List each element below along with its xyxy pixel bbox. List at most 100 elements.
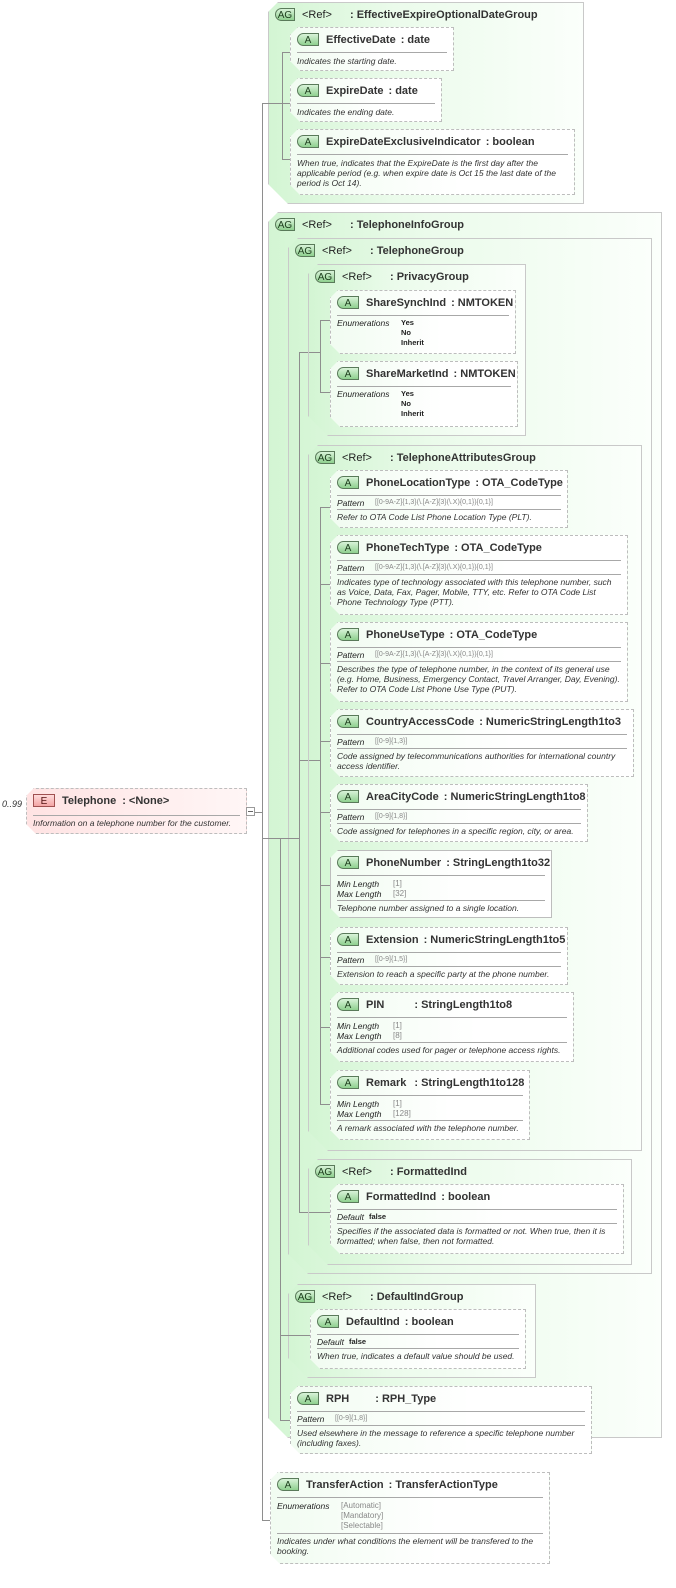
attribute-name: ShareSynchInd (366, 296, 447, 309)
attribute-doc: Extension to reach a specific party at t… (337, 969, 550, 979)
attribute-doc: Used elsewhere in the message to referen… (297, 1428, 575, 1448)
attribute-type: : NumericStringLength1to3 (479, 715, 621, 728)
enum-value: [Mandatory] (341, 1511, 384, 1520)
connector-h (280, 1335, 310, 1336)
property-label: Max Length (337, 889, 382, 899)
enum-value: Inherit (401, 409, 424, 418)
min-length-value: [1] (393, 879, 402, 888)
property-label: Pattern (337, 650, 365, 660)
connector-h (282, 103, 291, 104)
connector-h (299, 760, 309, 761)
attribute-type: : RPH_Type (375, 1392, 437, 1405)
connector-h (262, 103, 283, 104)
connector-v (320, 507, 321, 1104)
attribute-doc: Indicates type of technology associated … (337, 577, 612, 607)
attribute-type: : date (400, 33, 431, 46)
max-length-value: [8] (393, 1031, 402, 1040)
attribute-badge-icon: A (297, 1392, 319, 1405)
connector-h (320, 741, 330, 742)
property-label: Enumerations (337, 318, 390, 328)
attribute-type: : NumericStringLength1to8 (443, 790, 586, 803)
attribute-type: : OTA_CodeType (475, 476, 563, 489)
property-label: Min Length (337, 1021, 380, 1031)
attribute-badge-icon: A (297, 33, 319, 46)
connector-h (320, 1027, 330, 1028)
property-label: Min Length (337, 879, 380, 889)
connector-h (320, 885, 330, 886)
attribute-group-badge-icon: AG (315, 451, 335, 464)
divider (33, 815, 240, 816)
connector-main-vertical (262, 103, 263, 1520)
attribute-name: PhoneLocationType (366, 476, 471, 489)
attribute-badge-icon: A (337, 476, 359, 489)
attribute-group-badge-icon: AG (275, 218, 295, 231)
property-label: Pattern (337, 498, 365, 508)
collapse-toggle-icon[interactable] (246, 807, 255, 816)
attribute-name: DefaultInd (346, 1315, 400, 1328)
connector-h (309, 760, 321, 761)
property-label: Pattern (337, 737, 365, 747)
attribute-group-badge-icon: AG (275, 8, 295, 21)
attribute-name: ExpireDate (326, 84, 384, 97)
attribute-doc: Specifies if the associated data is form… (337, 1226, 606, 1246)
telephone-element-box[interactable]: E Telephone : <None> Information on a te… (26, 788, 247, 834)
attribute-badge-icon: A (337, 1190, 359, 1203)
attribute-name: EffectiveDate (326, 33, 396, 46)
connector-h (320, 584, 330, 585)
connector-h (309, 1212, 330, 1213)
connector-main-horizontal (255, 812, 263, 813)
element-name: Telephone (62, 794, 117, 807)
connector-h (282, 159, 291, 160)
attribute-phone-location-type[interactable]: A PhoneLocationType : OTA_CodeType Pattern… (330, 470, 568, 528)
default-value: false (349, 1337, 367, 1346)
property-label: Pattern (337, 563, 365, 573)
enum-value: Yes (401, 389, 414, 398)
attribute-name: ExpireDateExclusiveIndicator (326, 135, 481, 148)
attribute-doc: Code assigned by telecommunications auth… (337, 751, 616, 771)
attribute-badge-icon: A (337, 541, 359, 554)
attribute-type: : StringLength1to8 (414, 998, 513, 1011)
attribute-name: PhoneTechType (366, 541, 450, 554)
attribute-doc: Additional codes used for pager or telep… (337, 1045, 561, 1055)
enum-value: [Automatic] (341, 1501, 382, 1510)
pattern-value: [[0-9]{1,8}] (375, 813, 408, 820)
connector-v (282, 52, 283, 160)
attribute-doc: Indicates under what conditions the elem… (277, 1536, 534, 1556)
connector-h (262, 838, 281, 839)
connector-h (299, 352, 309, 353)
connector-h (320, 392, 330, 393)
attribute-badge-icon: A (337, 296, 359, 309)
ref-label: <Ref> (342, 270, 372, 283)
pattern-value: [[0-9A-Z]{1,3}(\.[A-Z]{3}(\.X){0,1}){0,1… (375, 651, 493, 658)
connector-v (280, 838, 300, 839)
property-label: Pattern (337, 955, 365, 965)
group-name: : TelephoneInfoGroup (349, 218, 465, 231)
property-label: Min Length (337, 1099, 380, 1109)
attribute-name: RPH (326, 1392, 350, 1405)
attribute-type: : boolean (485, 135, 535, 148)
max-length-value: [128] (393, 1109, 411, 1118)
property-label: Max Length (337, 1031, 382, 1041)
attribute-name: PhoneUseType (366, 628, 445, 641)
connector-h (320, 507, 330, 508)
default-value: false (369, 1212, 387, 1221)
pattern-value: [[0-9]{1,3}] (375, 738, 408, 745)
property-label: Pattern (297, 1414, 325, 1424)
